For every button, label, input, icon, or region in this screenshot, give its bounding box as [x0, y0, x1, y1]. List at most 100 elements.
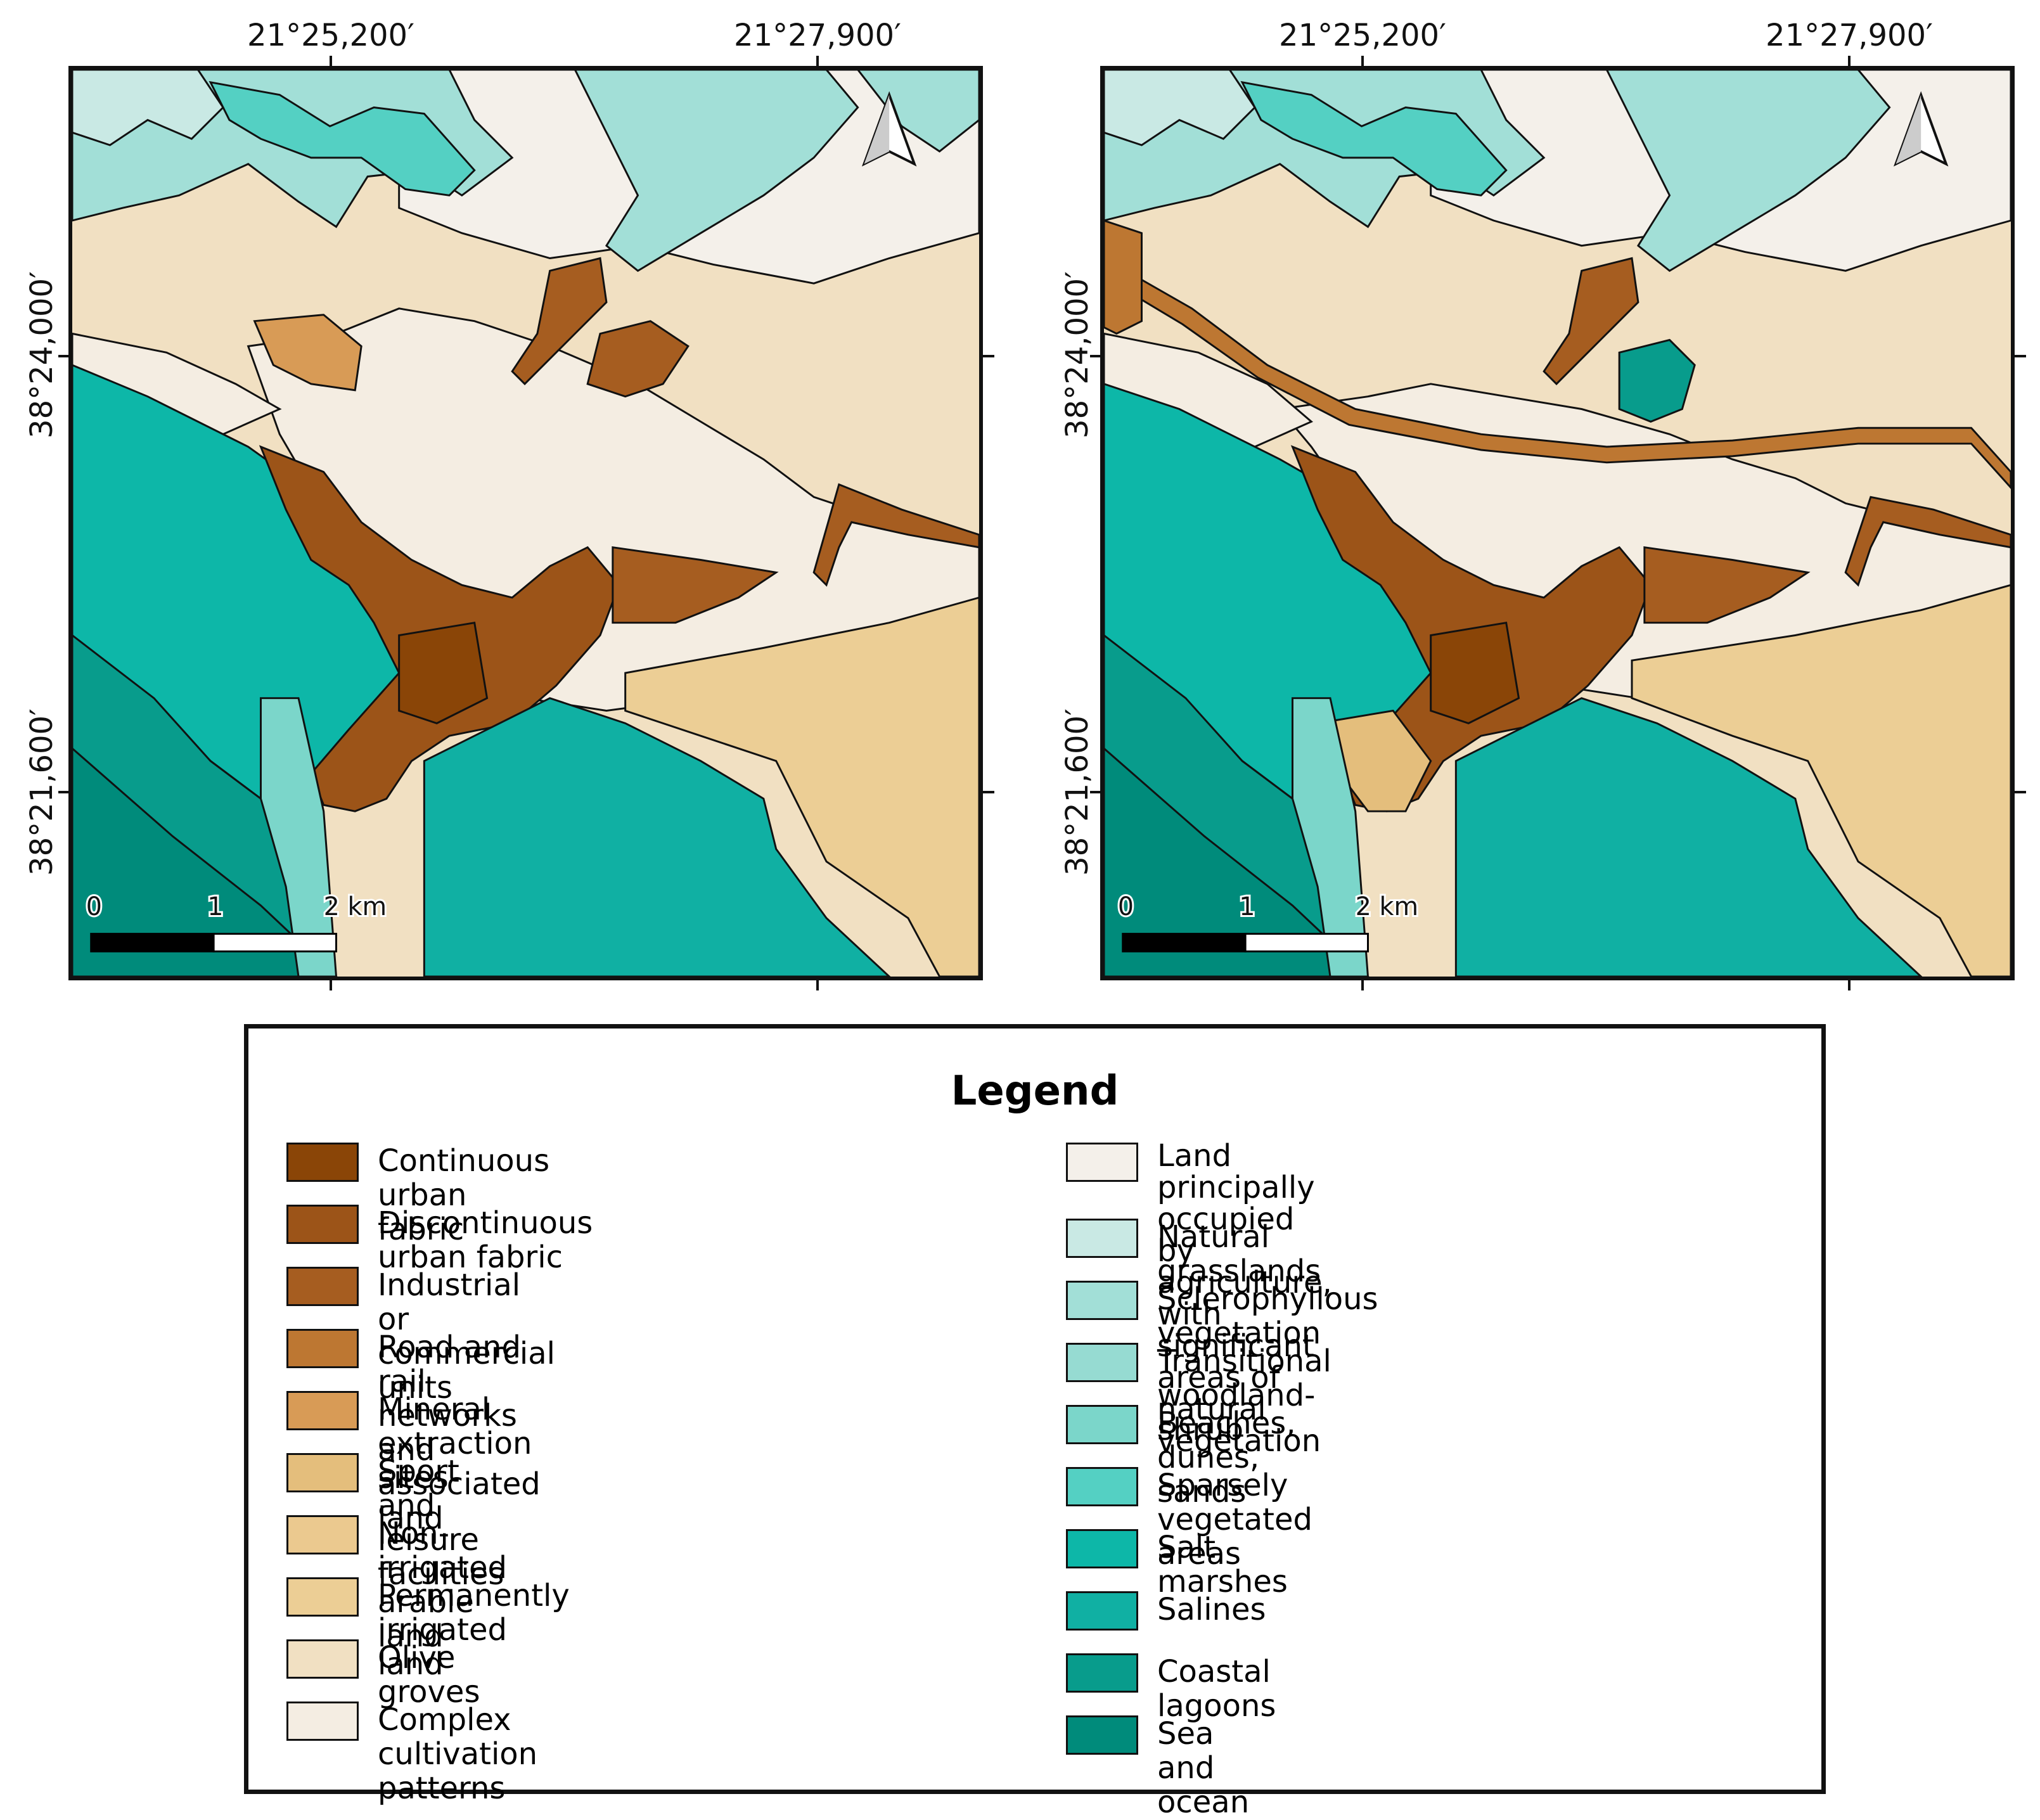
left-map-lon-label-1: 21°25,200′ — [247, 18, 414, 53]
legend-swatch — [286, 1391, 359, 1430]
legend-swatch — [286, 1639, 359, 1679]
legend-swatch — [1066, 1343, 1138, 1382]
legend-label: Discontinuous urban fabric — [378, 1205, 593, 1275]
left-salines — [423, 697, 891, 977]
legend-swatch — [286, 1701, 359, 1741]
right-salines — [1454, 697, 1923, 977]
legend-swatch — [1066, 1143, 1138, 1182]
left-map-lat-label-1: 38°24,000′ — [24, 271, 60, 439]
legend-label: Salines — [1157, 1592, 1266, 1627]
right-scale-bar-white — [1244, 933, 1369, 952]
legend-label: Mineral extraction sites — [378, 1392, 532, 1496]
right-industrial-strip-3 — [1643, 546, 1811, 624]
left-scale-label-1: 1 — [207, 892, 223, 921]
legend-item: Transitional woodland-shrub — [1066, 1343, 1331, 1447]
right-map-tick-bottom-1 — [1361, 979, 1364, 990]
legend-item: Olive groves — [286, 1639, 480, 1709]
legend-swatch — [1066, 1715, 1138, 1755]
left-map-tick-right-2 — [983, 791, 994, 793]
right-map-tick-top-1 — [1361, 56, 1364, 67]
legend-item: Salines — [1066, 1591, 1266, 1631]
right-road-network — [1104, 257, 2011, 489]
legend-label: Road and rail networks and associated la… — [378, 1330, 541, 1536]
legend-item: Non-irrigated arable land — [286, 1515, 507, 1653]
legend-item: Mineral extraction sites — [286, 1391, 532, 1495]
right-coastal-lagoon-inland — [1618, 338, 1696, 423]
legend-label: Non-irrigated arable land — [378, 1516, 507, 1654]
right-scale-bar-black — [1122, 933, 1247, 952]
legend-swatch — [1066, 1467, 1138, 1506]
legend-label: Sport and leisure facilities — [378, 1454, 504, 1592]
right-scale-label-0: 0 — [1118, 892, 1134, 921]
left-industrial-strip-1 — [511, 257, 608, 385]
legend-label: Permanently irrigated land — [378, 1578, 570, 1682]
legend-swatch — [286, 1267, 359, 1306]
legend-item: Sport and leisure facilities — [286, 1453, 504, 1591]
legend-item: Land principally occupied by agriculture… — [1066, 1139, 1332, 1457]
left-permanently-irrigated — [624, 596, 979, 977]
left-map-canvas: 0 1 2 km — [72, 70, 979, 977]
right-permanently-irrigated — [1631, 584, 2011, 977]
legend-item: Road and rail networks and associated la… — [286, 1329, 541, 1535]
left-scale-label-2: 2 km — [324, 892, 387, 921]
legend-label: Coastal lagoons — [1157, 1654, 1276, 1724]
right-map-canvas: 0 1 2 km — [1104, 70, 2011, 977]
left-map-tick-left-2 — [58, 791, 70, 793]
left-industrial-strip-3 — [612, 546, 779, 624]
legend-label: Salt marshes — [1157, 1530, 1288, 1599]
right-map-tick-right-1 — [2015, 355, 2026, 357]
legend-swatch — [1066, 1591, 1138, 1631]
legend-item: Sparsely vegetated areas — [1066, 1467, 1312, 1571]
legend-item: Salt marshes — [1066, 1529, 1288, 1599]
left-scale-label-0: 0 — [86, 892, 102, 921]
legend-swatch — [286, 1143, 359, 1182]
left-industrial-strip-2 — [586, 320, 690, 398]
legend-label: Sparsely vegetated areas — [1157, 1468, 1312, 1572]
left-scale-bar-black — [90, 933, 215, 952]
legend-label: Beaches, dunes, sands — [1157, 1406, 1296, 1509]
legend-label: Transitional woodland-shrub — [1157, 1343, 1331, 1447]
legend-item: Continuous urban fabric — [286, 1143, 549, 1246]
right-road-network-west — [1104, 219, 1143, 335]
right-industrial-strip-1 — [1543, 257, 1639, 385]
right-map-tick-left-1 — [1090, 355, 1101, 357]
legend-item: Permanently irrigated land — [286, 1577, 570, 1681]
legend-item: Sclerophyllous vegetation — [1066, 1281, 1378, 1350]
legend-label: Industrial or commercial units — [378, 1267, 555, 1406]
legend-swatch — [286, 1329, 359, 1368]
legend-swatch — [286, 1577, 359, 1617]
legend-label: Land principally occupied by agriculture… — [1157, 1138, 1332, 1459]
legend-item: Natural grasslands — [1066, 1219, 1321, 1288]
right-beaches-dunes — [1292, 697, 1369, 977]
right-natural-grasslands — [1104, 70, 1256, 146]
right-north-arrow-half — [1896, 94, 1921, 164]
right-map-tick-left-2 — [1090, 791, 1101, 793]
legend-item: Complex cultivation patterns — [286, 1701, 537, 1805]
left-scale-bar-white — [212, 933, 337, 952]
left-map-tick-top-2 — [816, 56, 819, 67]
left-map-tick-left-1 — [58, 355, 70, 357]
legend-swatch — [1066, 1219, 1138, 1258]
map-legend: Legend Continuous urban fabric Discontin… — [244, 1024, 1826, 1819]
left-map-tick-bottom-1 — [330, 979, 332, 990]
legend-label: Complex cultivation patterns — [378, 1702, 538, 1806]
legend-label: Natural grasslands — [1157, 1219, 1321, 1289]
legend-swatch — [1066, 1405, 1138, 1444]
right-sclerophyllous-east — [1605, 70, 1891, 272]
left-map-lon-label-2: 21°27,900′ — [734, 18, 901, 53]
legend-label: Sclerophyllous vegetation — [1157, 1281, 1378, 1351]
legend-label: Olive groves — [378, 1640, 480, 1710]
right-land-cover-map[interactable]: 0 1 2 km — [1100, 66, 2015, 980]
legend-swatch — [1066, 1529, 1138, 1568]
left-sparsely-vegetated — [208, 80, 476, 196]
left-land-cover-map[interactable]: 0 1 2 km — [68, 66, 983, 980]
left-beaches-dunes — [260, 697, 337, 977]
right-map-lon-label-2: 21°27,900′ — [1766, 18, 1933, 53]
left-natural-grasslands — [72, 70, 224, 146]
legend-swatch — [1066, 1281, 1138, 1320]
right-map-tick-right-2 — [2015, 791, 2026, 793]
right-sparsely-vegetated — [1240, 80, 1508, 196]
right-map-tick-top-2 — [1848, 56, 1851, 67]
left-map-tick-right-1 — [983, 355, 994, 357]
legend-swatch — [1066, 1653, 1138, 1693]
